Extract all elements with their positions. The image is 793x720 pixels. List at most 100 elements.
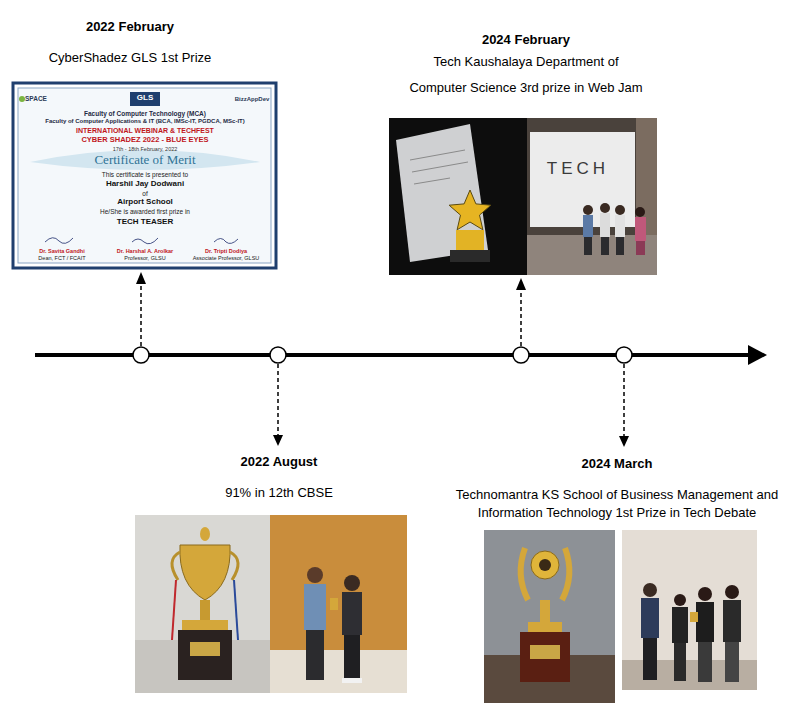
timeline-axis-part [270, 347, 286, 363]
prize-photo-part [672, 607, 688, 643]
prize-photo-part [307, 567, 323, 583]
prize-photo-part [723, 600, 741, 642]
certificate-text: Dean, FCT / FCAIT [38, 255, 85, 261]
certificate-text: Certificate of Merit [94, 153, 195, 167]
certificate-text: Dr. Tripti Dodiya [205, 248, 247, 254]
prize-photo [270, 515, 407, 693]
timeline-event: 2024 MarchTechnomantra KS School of Busi… [449, 456, 785, 522]
prize-photo-part [641, 598, 659, 638]
prize-photo-part [690, 612, 698, 622]
certificate-text: Airport School [117, 198, 173, 207]
trophy-photo-part [234, 580, 238, 640]
stage-photo-part [527, 235, 657, 275]
prize-photo-part [696, 602, 714, 642]
timeline-axis [35, 345, 767, 365]
prize-photo-part [270, 515, 407, 693]
trophy-photo-part [200, 527, 210, 541]
certificate-text: This certificate is presented to [102, 171, 188, 178]
certificate-text: Associate Professor, GLSU [193, 255, 260, 261]
prize-photo-part [330, 598, 338, 610]
award-photo [389, 118, 529, 275]
trophy-photo-part [562, 548, 569, 600]
trophy-photo-part [520, 632, 570, 682]
trophy-photo-part [531, 551, 559, 579]
certificate-image-part [18, 88, 271, 263]
prize-photo-part [643, 638, 657, 680]
certificate-text: Dr. Savita Gandhi [39, 248, 85, 254]
award-photo-part [396, 124, 488, 262]
prize-photo-part [344, 635, 360, 680]
trophy-photo-part [178, 630, 232, 680]
prize-photo-part [698, 587, 712, 601]
certificate-image-part [13, 83, 276, 268]
leader-arrow [141, 283, 624, 437]
prize-photo [622, 530, 757, 690]
trophy-photo [484, 530, 615, 703]
stage-photo-part [635, 207, 645, 217]
certificate-text: Harshil Jay Dodwani [106, 180, 184, 189]
trophy-photo [135, 515, 272, 693]
certificate-text: He/She is awarded first prize in [100, 208, 190, 215]
stage-photo-part [615, 205, 625, 215]
stage-photo-part [635, 217, 646, 241]
certificate-text: GLS [137, 94, 153, 103]
certificate-text: Professor, GLSU [124, 255, 165, 261]
award-photo-part [389, 118, 529, 275]
certificate-text: 17th - 18th February, 2022 [113, 146, 178, 152]
certificate-text: of [142, 190, 147, 197]
event-description: Technomantra KS School of Business Manag… [449, 486, 785, 522]
certificate-text: Faculty of Computer Technology (MCA) [84, 110, 206, 117]
screen-text: TECH [547, 160, 609, 179]
prize-photo-part [270, 650, 407, 693]
trophy-photo-part [539, 559, 551, 571]
certificate-image-part [214, 239, 238, 244]
event-description: 91% in 12th CBSE [179, 485, 379, 501]
leader-arrow-part [140, 283, 142, 346]
stage-photo-part [530, 132, 635, 227]
leader-arrow-part [520, 289, 522, 346]
certificate-image-part [30, 150, 260, 170]
timeline-axis-part [133, 347, 149, 363]
trophy-photo-part [190, 642, 220, 656]
certificate-image-part [130, 92, 160, 106]
prize-photo-part [674, 643, 686, 681]
trophy-photo-part [172, 580, 176, 640]
award-photo-part [410, 150, 465, 160]
certificate-image [13, 83, 276, 268]
certificate-image-part [19, 96, 25, 102]
certificate-text: Dr. Harshal A. Arolkar [117, 248, 173, 254]
award-photo-part [412, 162, 468, 172]
stage-photo-part [600, 213, 610, 237]
prize-photo-part [344, 575, 360, 591]
event-date: 2024 February [406, 32, 646, 48]
timeline-event: 2022 August91% in 12th CBSE [179, 454, 379, 501]
timeline-event: 2024 FebruaryTech Kaushalaya Department … [406, 32, 646, 101]
trophy-photo-part [172, 552, 180, 580]
trophy-photo-part [180, 545, 230, 600]
event-date: 2022 February [10, 19, 250, 35]
timeline-axis-part [513, 347, 529, 363]
stage-photo-part [527, 118, 657, 275]
trophy-photo-part [182, 620, 228, 630]
event-date: 2024 March [449, 456, 785, 472]
leader-arrow-part [277, 364, 279, 436]
certificate-text: CYBER SHADEZ 2022 - BLUE EYES [81, 136, 208, 144]
stage-photo-part [583, 205, 593, 215]
certificate-text: BizzAppDev [235, 96, 270, 103]
trophy-photo-part [200, 600, 210, 620]
trophy-photo-part [135, 515, 272, 693]
stage-photo-part [636, 241, 645, 255]
stage-photo-part [600, 203, 610, 213]
stage-photo-part [616, 237, 624, 255]
trophy-photo-part [540, 600, 550, 622]
prize-photo-part [698, 642, 712, 682]
award-photo-part [414, 178, 450, 184]
certificate-text: TECH TEASER [117, 218, 173, 227]
leader-arrowhead-part [619, 436, 629, 447]
leader-arrowhead-part [273, 435, 283, 446]
prize-photo-part [725, 642, 739, 682]
leader-arrowhead-part [136, 272, 146, 284]
stage-photo-part [615, 215, 625, 237]
